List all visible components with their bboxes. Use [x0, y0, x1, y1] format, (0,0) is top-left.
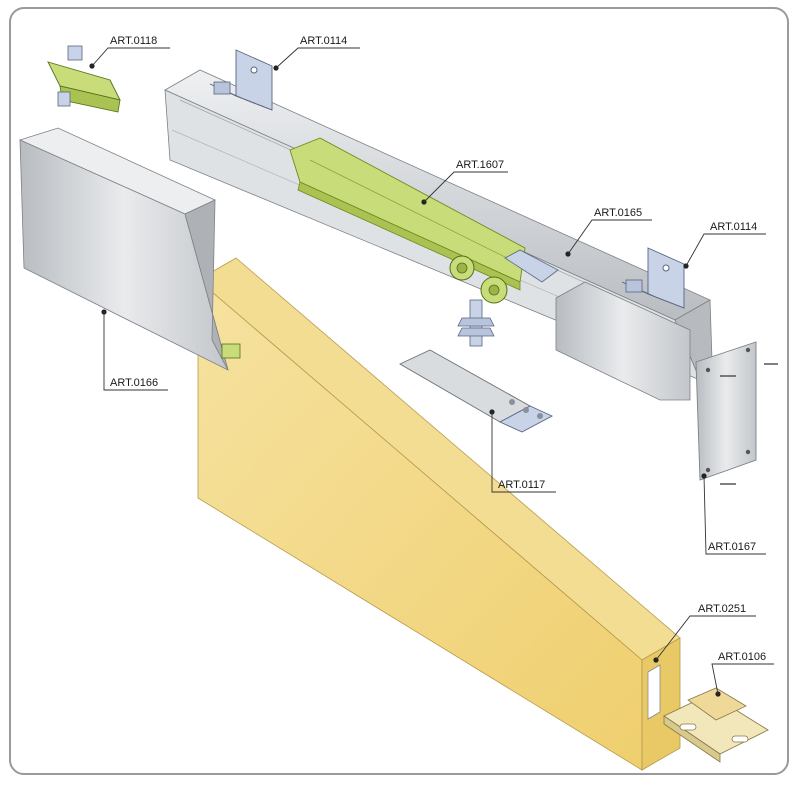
floor-channel-groove	[647, 664, 661, 720]
label-art-0118: ART.0118	[110, 35, 157, 47]
label-art-0114-left: ART.0114	[300, 35, 347, 47]
stop-clamp	[47, 45, 121, 113]
callout-art-0251: ART.0251	[653, 603, 756, 663]
track-cover-right	[555, 281, 691, 401]
door-panel	[197, 257, 681, 771]
door-plate	[399, 349, 554, 433]
callout-art-0118: ART.0118	[89, 35, 170, 69]
trolley	[289, 137, 559, 347]
label-art-0166: ART.0166	[110, 377, 158, 389]
wall-bracket-right	[621, 247, 685, 309]
callout-art-0114-right: ART.0114	[683, 221, 766, 269]
callout-art-1607: ART.1607	[421, 159, 508, 205]
callout-art-0114-left: ART.0114	[273, 35, 360, 71]
label-art-0117: ART.0117	[498, 479, 545, 491]
wall-bracket-left	[209, 49, 273, 111]
callout-art-0166: ART.0166	[101, 309, 168, 391]
cover-profile	[18, 127, 241, 371]
callout-art-0117: ART.0117	[489, 409, 556, 493]
label-art-0106: ART.0106	[718, 651, 766, 663]
callout-art-0106: ART.0106	[711, 651, 774, 697]
label-art-0167: ART.0167	[708, 541, 756, 553]
callout-art-0167: ART.0167	[701, 473, 766, 555]
label-art-1607: ART.1607	[456, 159, 504, 171]
label-art-0114-right: ART.0114	[710, 221, 757, 233]
label-art-0251: ART.0251	[698, 603, 746, 615]
end-cap	[695, 341, 778, 485]
label-art-0165: ART.0165	[594, 207, 642, 219]
floor-guide	[663, 687, 769, 763]
callout-art-0165: ART.0165	[565, 207, 652, 257]
